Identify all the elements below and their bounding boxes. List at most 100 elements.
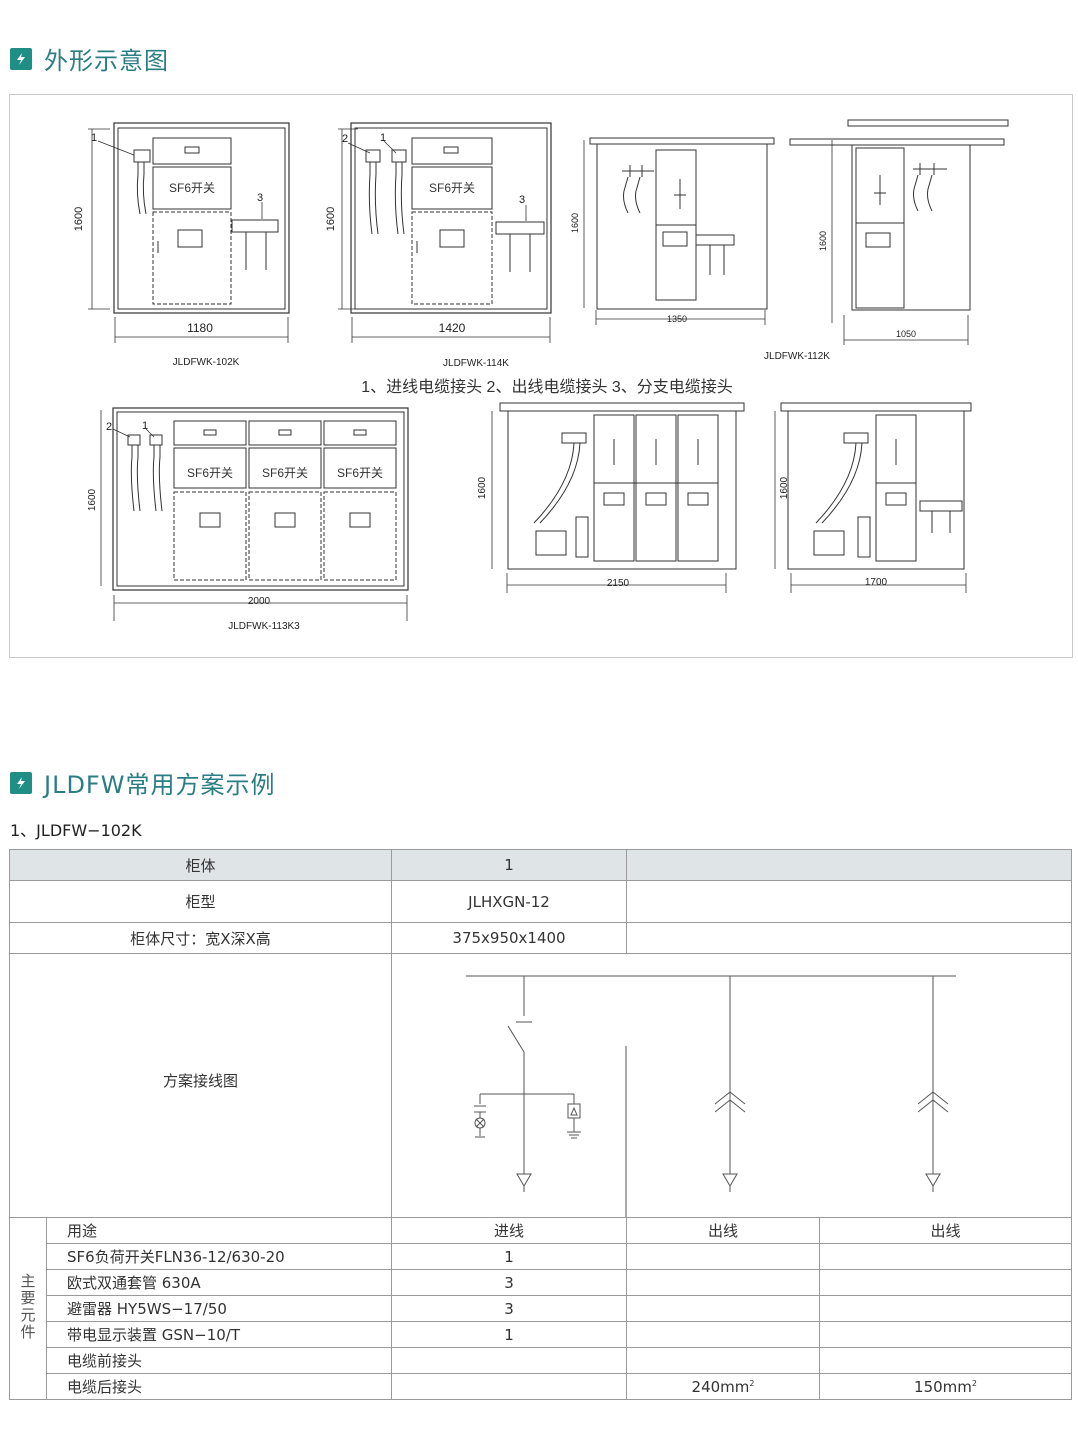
component-qty (391, 1347, 628, 1374)
scheme-table: 柜体 1 柜型 JLHXGN-12 柜体尺寸：宽X深X高 375x950x140… (8, 849, 1073, 1400)
callout-1-113k3: 1 (142, 420, 148, 432)
model-113k3: JLDFWK-113K3 (228, 621, 300, 632)
group-label-cell: 主要元件 (9, 1217, 47, 1400)
column-header: 进线 (391, 1217, 628, 1244)
component-qty (626, 1295, 821, 1322)
sf6-switch-113k3-3: SF6开关 (337, 466, 383, 480)
cable-size: 150mm (914, 1377, 972, 1396)
section-header-schemes: JLDFW常用方案示例 (10, 765, 275, 800)
dim-width-112k-b: 1050 (896, 329, 916, 339)
component-qty (819, 1321, 1073, 1348)
sf6-switch-113k3-1: SF6开关 (187, 466, 233, 480)
figure-side-1700 (774, 402, 972, 593)
component-qty: 150mm2 (819, 1373, 1073, 1400)
figure-jldfwk-114k (338, 122, 552, 343)
table-row: 主要元件 用途 进线 出线 出线 (9, 1217, 1073, 1400)
group-label: 主要元件 (18, 1272, 37, 1341)
row-label: 柜型 (8, 880, 393, 923)
example-title: 1、JLDFW−102K (10, 821, 142, 840)
component-name: 电缆后接头 (45, 1373, 393, 1400)
component-qty: 3 (391, 1295, 628, 1322)
row-label: 柜体尺寸：宽X深X高 (8, 922, 393, 954)
cable-size: 240mm (691, 1377, 750, 1396)
row-value: JLHXGN-12 (391, 880, 628, 923)
dim-width-112k-a: 1350 (667, 314, 687, 324)
component-qty (626, 1243, 821, 1270)
square-mark: 2 (971, 1378, 977, 1388)
table-row: 电缆后接头 240mm2 150mm2 (10, 1373, 1073, 1400)
table-row: 柜体尺寸：宽X深X高 375x950x1400 (8, 922, 1073, 954)
model-114k: JLDFWK-114K (443, 358, 509, 369)
dim-width-102k: 1180 (187, 321, 213, 335)
component-name: 带电显示装置 GSN−10/T (45, 1321, 393, 1348)
dim-width-114k: 1420 (439, 321, 466, 335)
component-qty (819, 1269, 1073, 1296)
component-qty (626, 1347, 821, 1374)
row-label: 柜体 (8, 849, 393, 881)
callout-1-102k: 1 (91, 132, 97, 144)
wiring-diagram (391, 953, 1073, 1218)
callout-2-114k: 2 (342, 133, 348, 145)
sf6-switch-114k: SF6开关 (429, 181, 475, 195)
dim-height-114k: 1600 (325, 207, 337, 231)
figure-side-2150 (491, 402, 745, 593)
row-value: 1 (391, 849, 628, 881)
sf6-switch-113k3-2: SF6开关 (262, 466, 308, 480)
callout-3-114k: 3 (519, 194, 525, 206)
dim-width-side-b: 1700 (865, 577, 888, 588)
model-112k: JLDFWK-112K (764, 351, 830, 362)
lightning-icon (10, 771, 32, 794)
callout-3-102k: 3 (257, 192, 263, 204)
column-header: 出线 (819, 1217, 1073, 1244)
callout-2-113k3: 2 (106, 421, 112, 433)
component-qty (819, 1347, 1073, 1374)
component-name: SF6负荷开关FLN36-12/630-20 (45, 1243, 393, 1270)
dim-height-102k: 1600 (73, 207, 85, 231)
model-102k: JLDFWK-102K (173, 357, 240, 368)
section-title: JLDFW常用方案示例 (44, 771, 276, 799)
figure-jldfwk-112k-b (789, 119, 1009, 345)
appearance-figures: 1600 1180 JLDFWK-102K 1 3 SF6开关 1600 142… (9, 94, 1073, 658)
component-qty (819, 1295, 1073, 1322)
section-title: 外形示意图 (44, 47, 169, 75)
dim-height-112k-b: 1600 (818, 231, 828, 251)
dim-width-113k3: 2000 (248, 596, 271, 607)
component-qty: 3 (391, 1269, 628, 1296)
component-qty: 1 (391, 1321, 628, 1348)
dim-height-side-b: 1600 (779, 476, 790, 499)
sf6-switch-102k: SF6开关 (169, 181, 215, 195)
figure-jldfwk-112k-a (583, 137, 775, 325)
table-row: 欧式双通套管 630A 3 (10, 1269, 1073, 1296)
table-row: 电缆前接头 (10, 1347, 1073, 1374)
table-row: SF6负荷开关FLN36-12/630-20 1 (10, 1243, 1073, 1270)
row-value: 375x950x1400 (391, 922, 628, 954)
figure-jldfwk-102k (88, 122, 290, 343)
component-name: 电缆前接头 (45, 1347, 393, 1374)
diagram-label: 方案接线图 (8, 953, 393, 1218)
table-row: 方案接线图 (8, 953, 1073, 1218)
connector-legend: 1、进线电缆接头 2、出线电缆接头 3、分支电缆接头 (361, 378, 733, 396)
square-mark: 2 (749, 1378, 755, 1388)
component-qty: 1 (391, 1243, 628, 1270)
table-row: 避雷器 HY5WS−17/50 3 (10, 1295, 1073, 1322)
dim-height-113k3: 1600 (87, 488, 98, 511)
column-header: 出线 (626, 1217, 821, 1244)
figure-jldfwk-113k3 (100, 407, 409, 621)
component-name: 避雷器 HY5WS−17/50 (45, 1295, 393, 1322)
dim-height-112k-a: 1600 (570, 213, 580, 233)
table-row: 柜型 JLHXGN-12 (8, 880, 1073, 923)
dim-height-side-a: 1600 (477, 476, 488, 499)
lightning-icon (10, 47, 32, 70)
component-qty (626, 1321, 821, 1348)
component-qty (819, 1243, 1073, 1270)
component-qty (391, 1373, 628, 1400)
component-name: 欧式双通套管 630A (45, 1269, 393, 1296)
table-row: 带电显示装置 GSN−10/T 1 (10, 1321, 1073, 1348)
section-header-appearance: 外形示意图 (10, 41, 169, 76)
column-header: 用途 (45, 1217, 393, 1244)
callout-1-114k: 1 (380, 132, 386, 144)
dim-width-side-a: 2150 (607, 578, 630, 589)
component-qty: 240mm2 (626, 1373, 821, 1400)
table-row: 柜体 1 (8, 849, 1073, 881)
component-qty (626, 1269, 821, 1296)
